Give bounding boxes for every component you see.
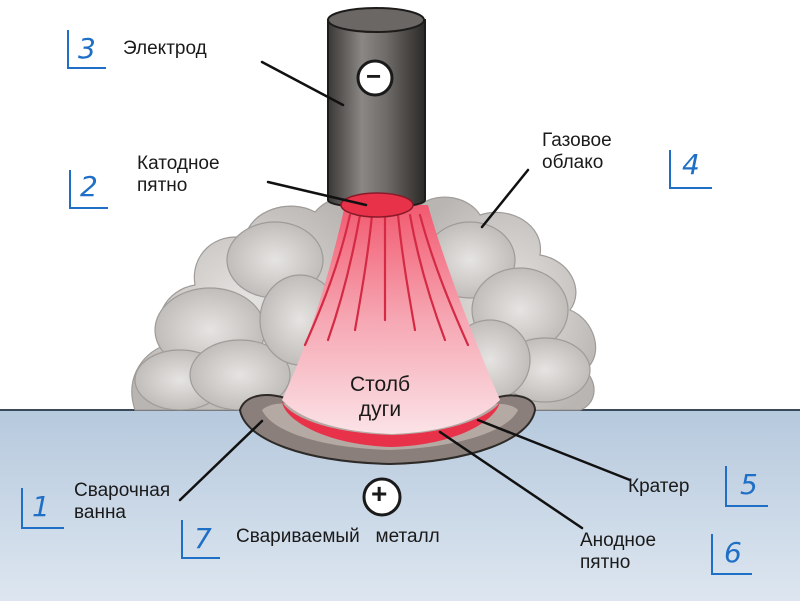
electrode [327, 19, 426, 209]
cathode-spot-label: Катодное пятно [137, 153, 220, 196]
leader-anode [438, 430, 584, 530]
plus-sign: + [371, 478, 388, 509]
anode-spot-number: 6 [724, 536, 742, 569]
leader-crater [476, 418, 632, 482]
weld-pool-label: Сварочная ванна [74, 480, 171, 523]
plus-circle [362, 477, 402, 517]
electrode-label: Электрод [123, 38, 207, 59]
gas-cloud-number: 4 [682, 148, 700, 181]
crater-number: 5 [740, 468, 758, 501]
minus-circle [356, 59, 394, 97]
leader-electrode [260, 60, 345, 107]
anode-spot-label: Анодное пятно [580, 530, 657, 573]
gas-cloud-label: Газовое облако [542, 130, 612, 173]
arc-streaks [303, 213, 470, 347]
electrode-number: 3 [78, 32, 96, 65]
electrode-top [327, 7, 425, 33]
minus-sign: − [366, 61, 382, 91]
leader-weld-pool [178, 419, 264, 502]
leader-lines [178, 60, 632, 530]
cathode-spot [340, 192, 414, 218]
leader-gas [480, 168, 530, 229]
base-metal-number: 7 [194, 522, 212, 555]
arc-column-label: Столб дуги [349, 373, 411, 421]
cathode-spot-number: 2 [80, 170, 98, 203]
weld-pool-number: 1 [32, 490, 50, 523]
crater-label: Кратер [628, 476, 690, 497]
leader-cathode [266, 180, 368, 207]
base-metal-label: Свариваемый металл [236, 526, 440, 547]
number-brackets [21, 30, 768, 575]
